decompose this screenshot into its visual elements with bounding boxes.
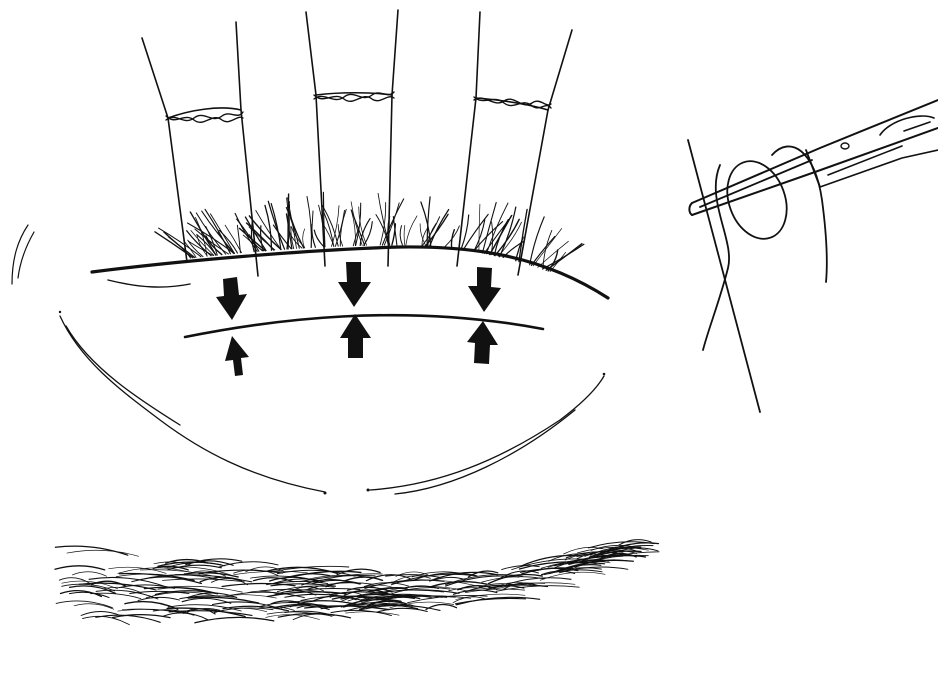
eyelash-hair bbox=[392, 224, 396, 245]
eyelash-hair bbox=[404, 225, 405, 245]
skin-mark bbox=[367, 489, 370, 492]
eyebrow-hair bbox=[454, 590, 497, 594]
eyebrow-hair bbox=[293, 614, 332, 620]
eyebrow-hair bbox=[455, 598, 525, 603]
eyelash-hair bbox=[543, 230, 552, 269]
eyelash-hair bbox=[406, 216, 417, 245]
arrow-up-icon bbox=[225, 336, 249, 376]
eyebrow-hair bbox=[138, 597, 180, 600]
eyebrow-hair bbox=[346, 612, 400, 615]
eyebrow-hair bbox=[55, 566, 105, 570]
orbital-contour bbox=[12, 225, 28, 284]
eyebrow-hair bbox=[72, 572, 106, 576]
eyebrow-hair bbox=[164, 613, 209, 620]
eyebrow-hair bbox=[345, 577, 383, 581]
eyelash-hair bbox=[543, 244, 584, 269]
eyelash-hair bbox=[312, 225, 316, 248]
arrow-down-icon bbox=[468, 267, 501, 312]
eyelash-hair bbox=[550, 252, 566, 271]
eyebrow-hair bbox=[219, 562, 279, 567]
eyebrow-hair bbox=[55, 546, 127, 555]
eyebrow-hair bbox=[195, 617, 274, 622]
orbital-contour bbox=[66, 326, 180, 425]
eyebrow-hair bbox=[83, 616, 130, 624]
suture-thread-loop bbox=[717, 153, 797, 247]
arrow-up-icon bbox=[340, 314, 371, 358]
suture-thread-loop bbox=[772, 146, 827, 282]
skin-mark bbox=[59, 311, 61, 313]
eyebrow bbox=[55, 540, 659, 625]
eyelash-hair bbox=[351, 210, 364, 245]
eyebrow-hair bbox=[96, 615, 160, 622]
eyelash-hair bbox=[307, 197, 311, 248]
orbital-contour bbox=[395, 410, 575, 494]
skin-mark bbox=[603, 373, 606, 376]
arrow-down-icon bbox=[338, 262, 371, 307]
skin-mark bbox=[324, 492, 327, 495]
eyelash-hair bbox=[303, 229, 305, 248]
orbital-contour bbox=[370, 376, 604, 490]
eyebrow-hair bbox=[381, 590, 459, 594]
eyelash-hair bbox=[400, 226, 402, 245]
orbital-contour bbox=[60, 316, 325, 492]
suture-thread bbox=[688, 140, 760, 412]
eyebrow-hair bbox=[482, 577, 545, 583]
arrow-up-icon bbox=[467, 321, 498, 364]
suture-cut-inset bbox=[688, 100, 938, 412]
arrow-down-icon bbox=[216, 277, 247, 320]
scissors-icon bbox=[689, 100, 938, 215]
eyelash-hair bbox=[451, 230, 454, 248]
lid-margin-lower-edge bbox=[108, 280, 190, 287]
